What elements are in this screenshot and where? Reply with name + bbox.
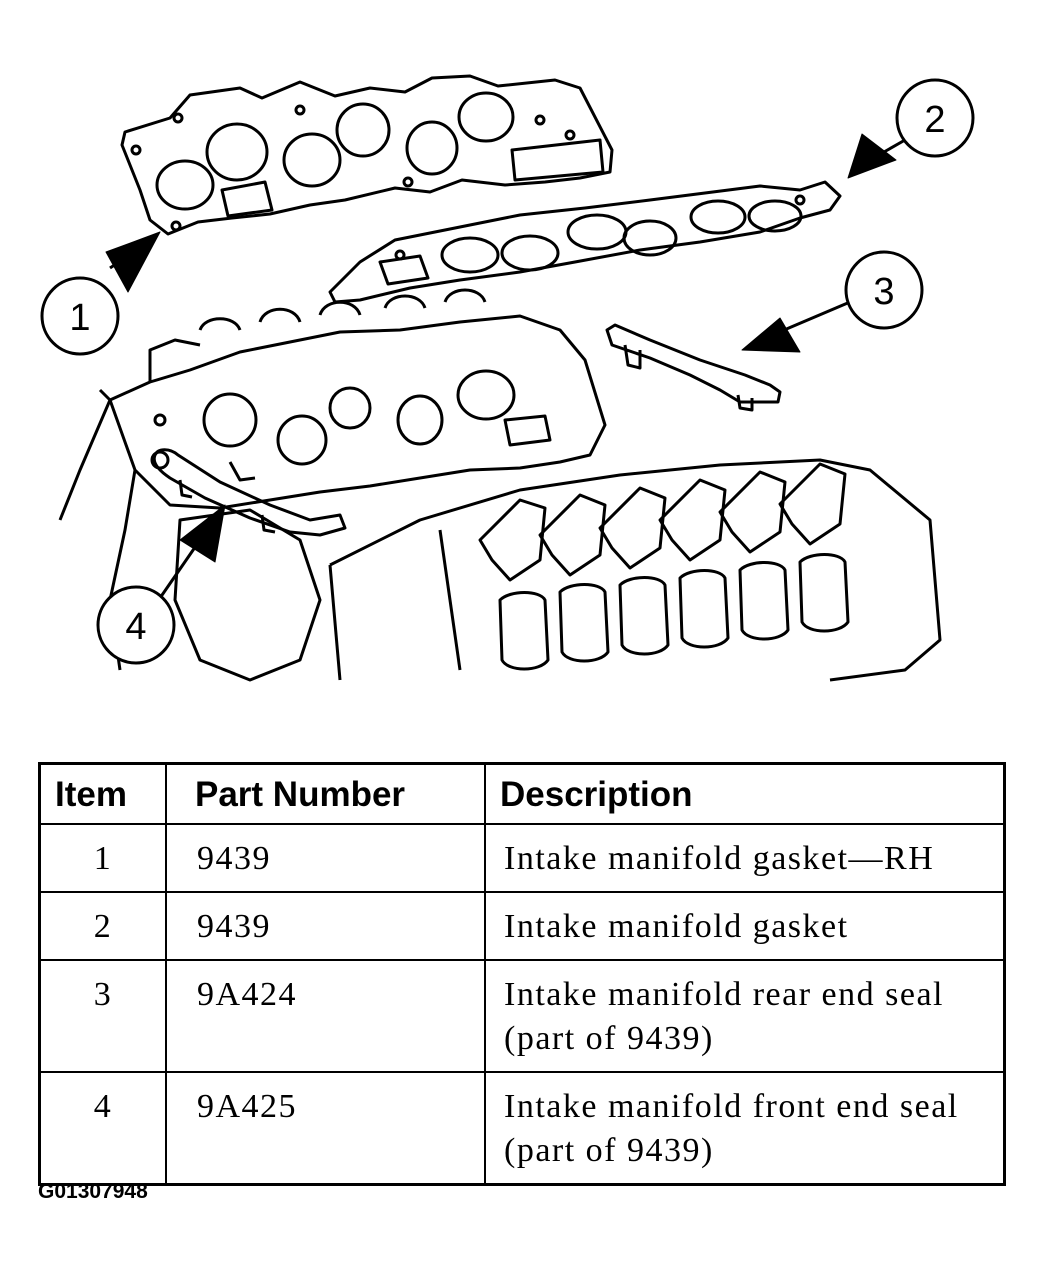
rear-end-seal-illustration [605,323,782,412]
row-description: Intake manifold gasket—RH [484,823,1006,893]
row-part-number: 9439 [165,823,486,893]
callout-4-label: 4 [125,606,146,648]
table-row: 3 9A424 Intake manifold rear end seal (p… [38,959,1006,1073]
front-end-seal-illustration [152,448,347,537]
callout-leaders [109,138,906,599]
row-item: 4 [38,1071,167,1186]
gasket-illustration [328,180,842,304]
row-part-number: 9A424 [165,959,486,1073]
table-header-row: Item Part Number Description [38,762,1006,825]
gasket-rh-illustration [120,74,614,236]
header-description: Description [484,762,1006,825]
row-description: Intake manifold gasket [484,891,1006,961]
callout-4-circle [96,585,176,665]
table-row: 2 9439 Intake manifold gasket [38,891,1006,961]
callout-1-circle [40,276,120,356]
header-part-number: Part Number [165,762,486,825]
callout-2-label: 2 [924,99,945,141]
row-item: 1 [38,823,167,893]
callout-3-label: 3 [873,271,894,313]
exploded-diagram: 1 2 3 4 [40,74,975,682]
table-row: 4 9A425 Intake manifold front end seal (… [38,1071,1006,1186]
arrow-3-icon [741,317,801,353]
arrow-2-icon [847,133,897,179]
callout-2-circle [895,78,975,158]
description-line: Intake manifold gasket—RH [504,840,935,877]
description-line: (part of 9439) [504,1132,714,1169]
row-part-number: 9A425 [165,1071,486,1186]
description-line: (part of 9439) [504,1020,714,1057]
description-line: Intake manifold front end seal [504,1088,959,1125]
row-description: Intake manifold rear end seal (part of 9… [484,959,1006,1073]
arrow-1-icon [105,231,161,293]
table-row: 1 9439 Intake manifold gasket—RH [38,823,1006,893]
row-part-number: 9439 [165,891,486,961]
arrow-4-icon [179,504,226,563]
callout-3-circle [844,250,924,330]
parts-table: Item Part Number Description 1 9439 Inta… [38,762,1006,1186]
callout-1-label: 1 [69,297,90,339]
description-line: Intake manifold rear end seal [504,976,944,1013]
row-description: Intake manifold front end seal (part of … [484,1071,1006,1186]
row-item: 2 [38,891,167,961]
engine-block-illustration [58,288,942,682]
figure-code: G01307948 [38,1180,148,1203]
description-line: Intake manifold gasket [504,908,849,945]
row-item: 3 [38,959,167,1073]
header-item: Item [38,762,167,825]
